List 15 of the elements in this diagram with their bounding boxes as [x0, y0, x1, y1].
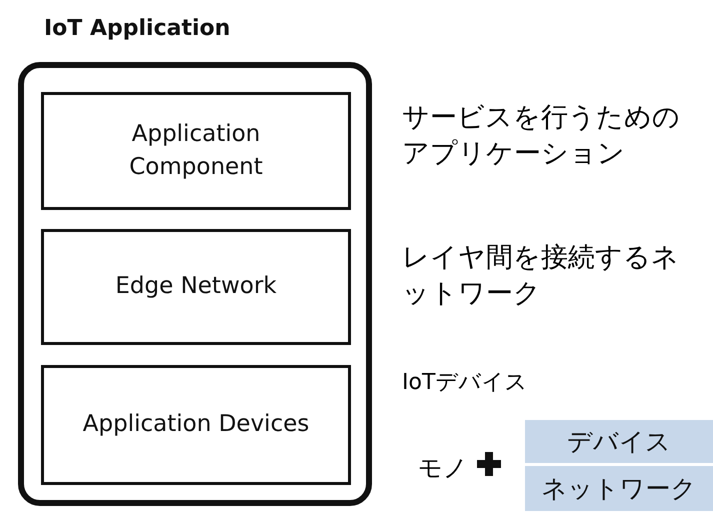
layer-name: Application Devices: [82, 410, 310, 440]
layer-name: Application Component: [128, 120, 264, 182]
layer-box: [41, 229, 351, 345]
component-box: [525, 466, 713, 511]
description-text: IoTデバイス: [402, 369, 528, 397]
description-text: サービスを行うためのアプリケーション: [402, 101, 681, 172]
description-text: レイヤ間を接続するネットワーク: [402, 241, 680, 312]
description-text: モノ: [418, 453, 469, 484]
title: IoT Application: [44, 16, 230, 41]
layer-box: [41, 92, 351, 210]
layer-box: [41, 365, 351, 485]
component-name: デバイス: [567, 426, 671, 458]
component-box: [525, 420, 713, 463]
layer-name: Edge Network: [114, 272, 278, 302]
component-name: ネットワーク: [542, 473, 696, 505]
